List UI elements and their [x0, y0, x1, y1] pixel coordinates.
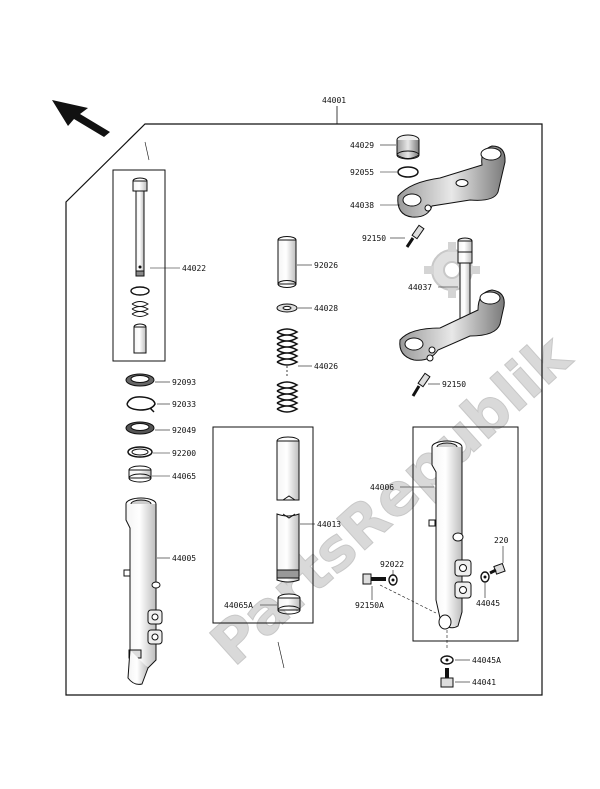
label-92150-mid: 92150 [442, 380, 466, 389]
watermark: PartsRepublik [197, 242, 585, 679]
label-44006: 44006 [370, 483, 394, 492]
label-44065: 44065 [172, 472, 196, 481]
label-44045: 44045 [476, 599, 500, 608]
part-44028-washer [276, 303, 298, 313]
part-44041-bolt [440, 668, 454, 688]
label-92093: 92093 [172, 378, 196, 387]
label-44001: 44001 [322, 96, 346, 105]
part-92150A-bolt [362, 573, 386, 585]
assembly-frame [65, 123, 543, 696]
part-92150-mid-bolt [411, 372, 431, 397]
inset-44022 [112, 169, 166, 362]
label-92150-top: 92150 [362, 234, 386, 243]
part-92033-circlip [126, 396, 156, 413]
part-44022-damper-rod [130, 177, 150, 354]
part-92049-oil-seal [125, 421, 155, 435]
part-44006-right-outer-tube [428, 440, 472, 630]
part-92026-spacer-pipe [277, 236, 297, 288]
label-44005: 44005 [172, 554, 196, 563]
part-92200-washer [127, 446, 153, 458]
part-44005-left-outer-tube [123, 497, 163, 685]
label-44065A: 44065A [224, 601, 253, 610]
direction-arrow-icon [52, 100, 110, 137]
part-44045-washer [480, 571, 490, 583]
part-44038-upper-bracket [397, 145, 506, 218]
part-220-bolt [489, 562, 506, 575]
label-44013: 44013 [317, 520, 341, 529]
part-44065-bushing [128, 465, 152, 483]
part-92055-oring [397, 166, 419, 178]
label-44038: 44038 [350, 201, 374, 210]
part-44045A-washer [440, 655, 454, 665]
part-92093-dust-seal [125, 373, 155, 387]
watermark-text: PartsRepublik [198, 321, 585, 679]
part-92022-washer [388, 574, 398, 586]
label-92200: 92200 [172, 449, 196, 458]
part-44026-fork-spring [276, 328, 299, 413]
part-92150-top-bolt [405, 224, 425, 248]
label-44028: 44028 [314, 304, 338, 313]
part-44013-inner-tube [276, 436, 300, 583]
label-92049: 92049 [172, 426, 196, 435]
label-44045A: 44045A [472, 656, 501, 665]
label-44041: 44041 [472, 678, 496, 687]
label-92150A: 92150A [355, 601, 384, 610]
label-44029: 44029 [350, 141, 374, 150]
label-92055: 92055 [350, 168, 374, 177]
part-44029-cap [396, 134, 420, 160]
label-92033: 92033 [172, 400, 196, 409]
part-44065A-bushing [277, 593, 301, 615]
label-44037: 44037 [408, 283, 432, 292]
label-220: 220 [494, 536, 509, 545]
inset-44013 [212, 426, 314, 624]
label-92022: 92022 [380, 560, 404, 569]
label-92026: 92026 [314, 261, 338, 270]
label-44026: 44026 [314, 362, 338, 371]
inset-44006 [412, 426, 519, 642]
label-44022: 44022 [182, 264, 206, 273]
part-44037-stem [399, 237, 505, 362]
